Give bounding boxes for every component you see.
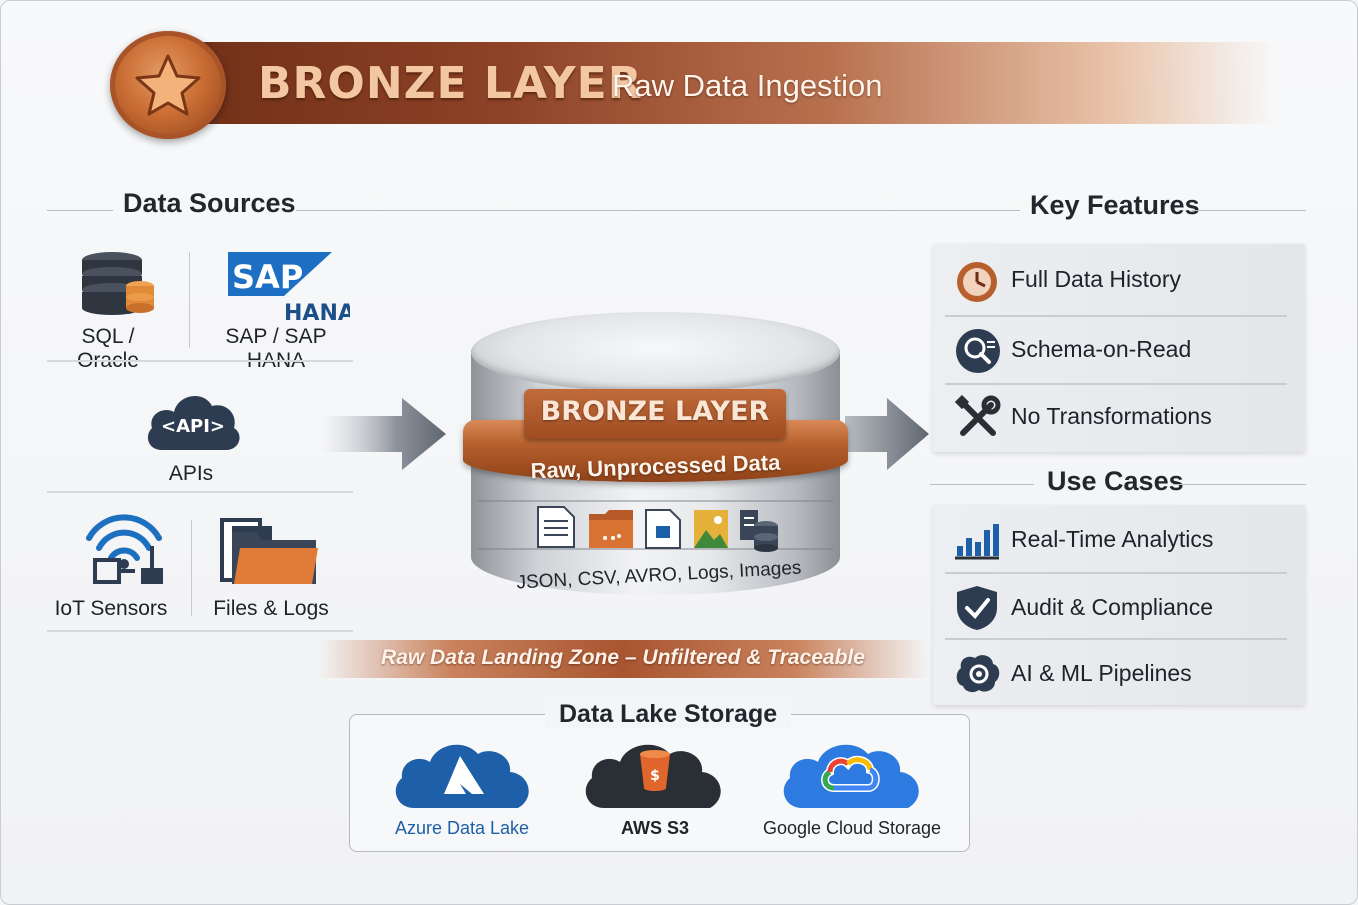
divider — [47, 360, 353, 362]
database-icon — [80, 250, 158, 327]
svg-text:HANA: HANA — [284, 301, 350, 322]
cylinder-tag — [524, 389, 786, 439]
heading-rule — [47, 210, 113, 211]
source-label-sap: SAP / SAP HANA — [225, 325, 327, 372]
use-case-label: AI & ML Pipelines — [1011, 660, 1192, 686]
storage-label-aws: AWS S3 — [620, 818, 690, 838]
feature-label: Full Data History — [1011, 266, 1181, 292]
sap-hana-logo: SAP HANA — [226, 250, 355, 327]
use-case-row: AI & ML Pipelines — [945, 642, 1287, 708]
use-case-label: Real-Time Analytics — [1011, 526, 1214, 552]
data-sources-heading: Data Sources — [123, 188, 296, 218]
azure-cloud-icon — [390, 738, 538, 815]
api-cloud-icon: <API> — [142, 384, 244, 459]
source-label-sql: SQL / Oracle — [77, 325, 139, 372]
source-label-apis: APIs — [168, 462, 214, 485]
feature-row: Schema-on-Read — [945, 318, 1287, 384]
csv-file-icon — [587, 508, 635, 555]
magnifier-schema-icon — [955, 328, 1001, 379]
divider — [47, 491, 353, 493]
source-label-files: Files & Logs — [213, 597, 329, 620]
storage-heading: Data Lake Storage — [545, 700, 792, 729]
ingest-arrow — [322, 398, 448, 475]
image-file-icon — [692, 508, 730, 555]
feature-label: Schema-on-Read — [1011, 336, 1192, 362]
logs-db-icon — [738, 508, 780, 557]
landing-zone-text: Raw Data Landing Zone – Unfiltered & Tra… — [381, 646, 865, 669]
svg-text:SAP: SAP — [232, 258, 303, 296]
divider — [945, 383, 1287, 385]
clock-icon — [955, 260, 999, 309]
bar-chart-icon — [955, 520, 999, 565]
brain-gear-icon — [953, 652, 1003, 701]
heading-rule — [930, 484, 1034, 485]
iot-sensor-icon — [85, 514, 167, 595]
folder-files-icon — [220, 518, 320, 593]
output-arrow — [845, 398, 931, 475]
banner-subtitle: Raw Data Ingestion — [612, 68, 883, 103]
storage-label-google: Google Cloud Storage — [762, 818, 942, 838]
svg-text:$: $ — [650, 768, 660, 784]
use-case-row: Real-Time Analytics — [945, 508, 1287, 574]
aws-s3-cloud-icon: $ — [580, 738, 730, 815]
heading-rule — [296, 210, 1014, 211]
shield-check-icon — [955, 584, 999, 637]
heading-rule — [1173, 484, 1306, 485]
svg-text:<API>: <API> — [161, 416, 225, 437]
landing-zone-strip — [318, 640, 928, 678]
key-features-heading: Key Features — [1030, 190, 1200, 220]
cylinder-top — [471, 312, 840, 392]
json-file-icon — [536, 505, 576, 554]
divider — [189, 252, 190, 348]
banner-bar — [165, 42, 1275, 124]
banner-title: BRONZE LAYER — [258, 58, 643, 109]
use-cases-heading: Use Cases — [1047, 466, 1184, 496]
source-label-iot: IoT Sensors — [54, 597, 168, 620]
heading-rule — [1014, 210, 1020, 211]
cylinder-tag-title: BRONZE LAYER — [540, 396, 770, 427]
divider — [945, 638, 1287, 640]
divider — [945, 315, 1287, 317]
wrench-screwdriver-icon — [954, 394, 1001, 446]
avro-file-icon — [644, 508, 682, 555]
divider — [945, 572, 1287, 574]
divider — [47, 630, 353, 632]
feature-row: Full Data History — [945, 248, 1287, 314]
divider — [191, 520, 192, 616]
heading-rule — [1192, 210, 1306, 211]
storage-label-azure: Azure Data Lake — [394, 818, 530, 838]
feature-label: No Transformations — [1011, 403, 1212, 429]
use-case-row: Audit & Compliance — [945, 576, 1287, 642]
google-cloud-icon — [778, 738, 928, 815]
cylinder-band — [478, 500, 833, 502]
feature-row: No Transformations — [945, 385, 1287, 451]
star-badge-icon — [110, 31, 226, 139]
use-case-label: Audit & Compliance — [1011, 594, 1213, 620]
